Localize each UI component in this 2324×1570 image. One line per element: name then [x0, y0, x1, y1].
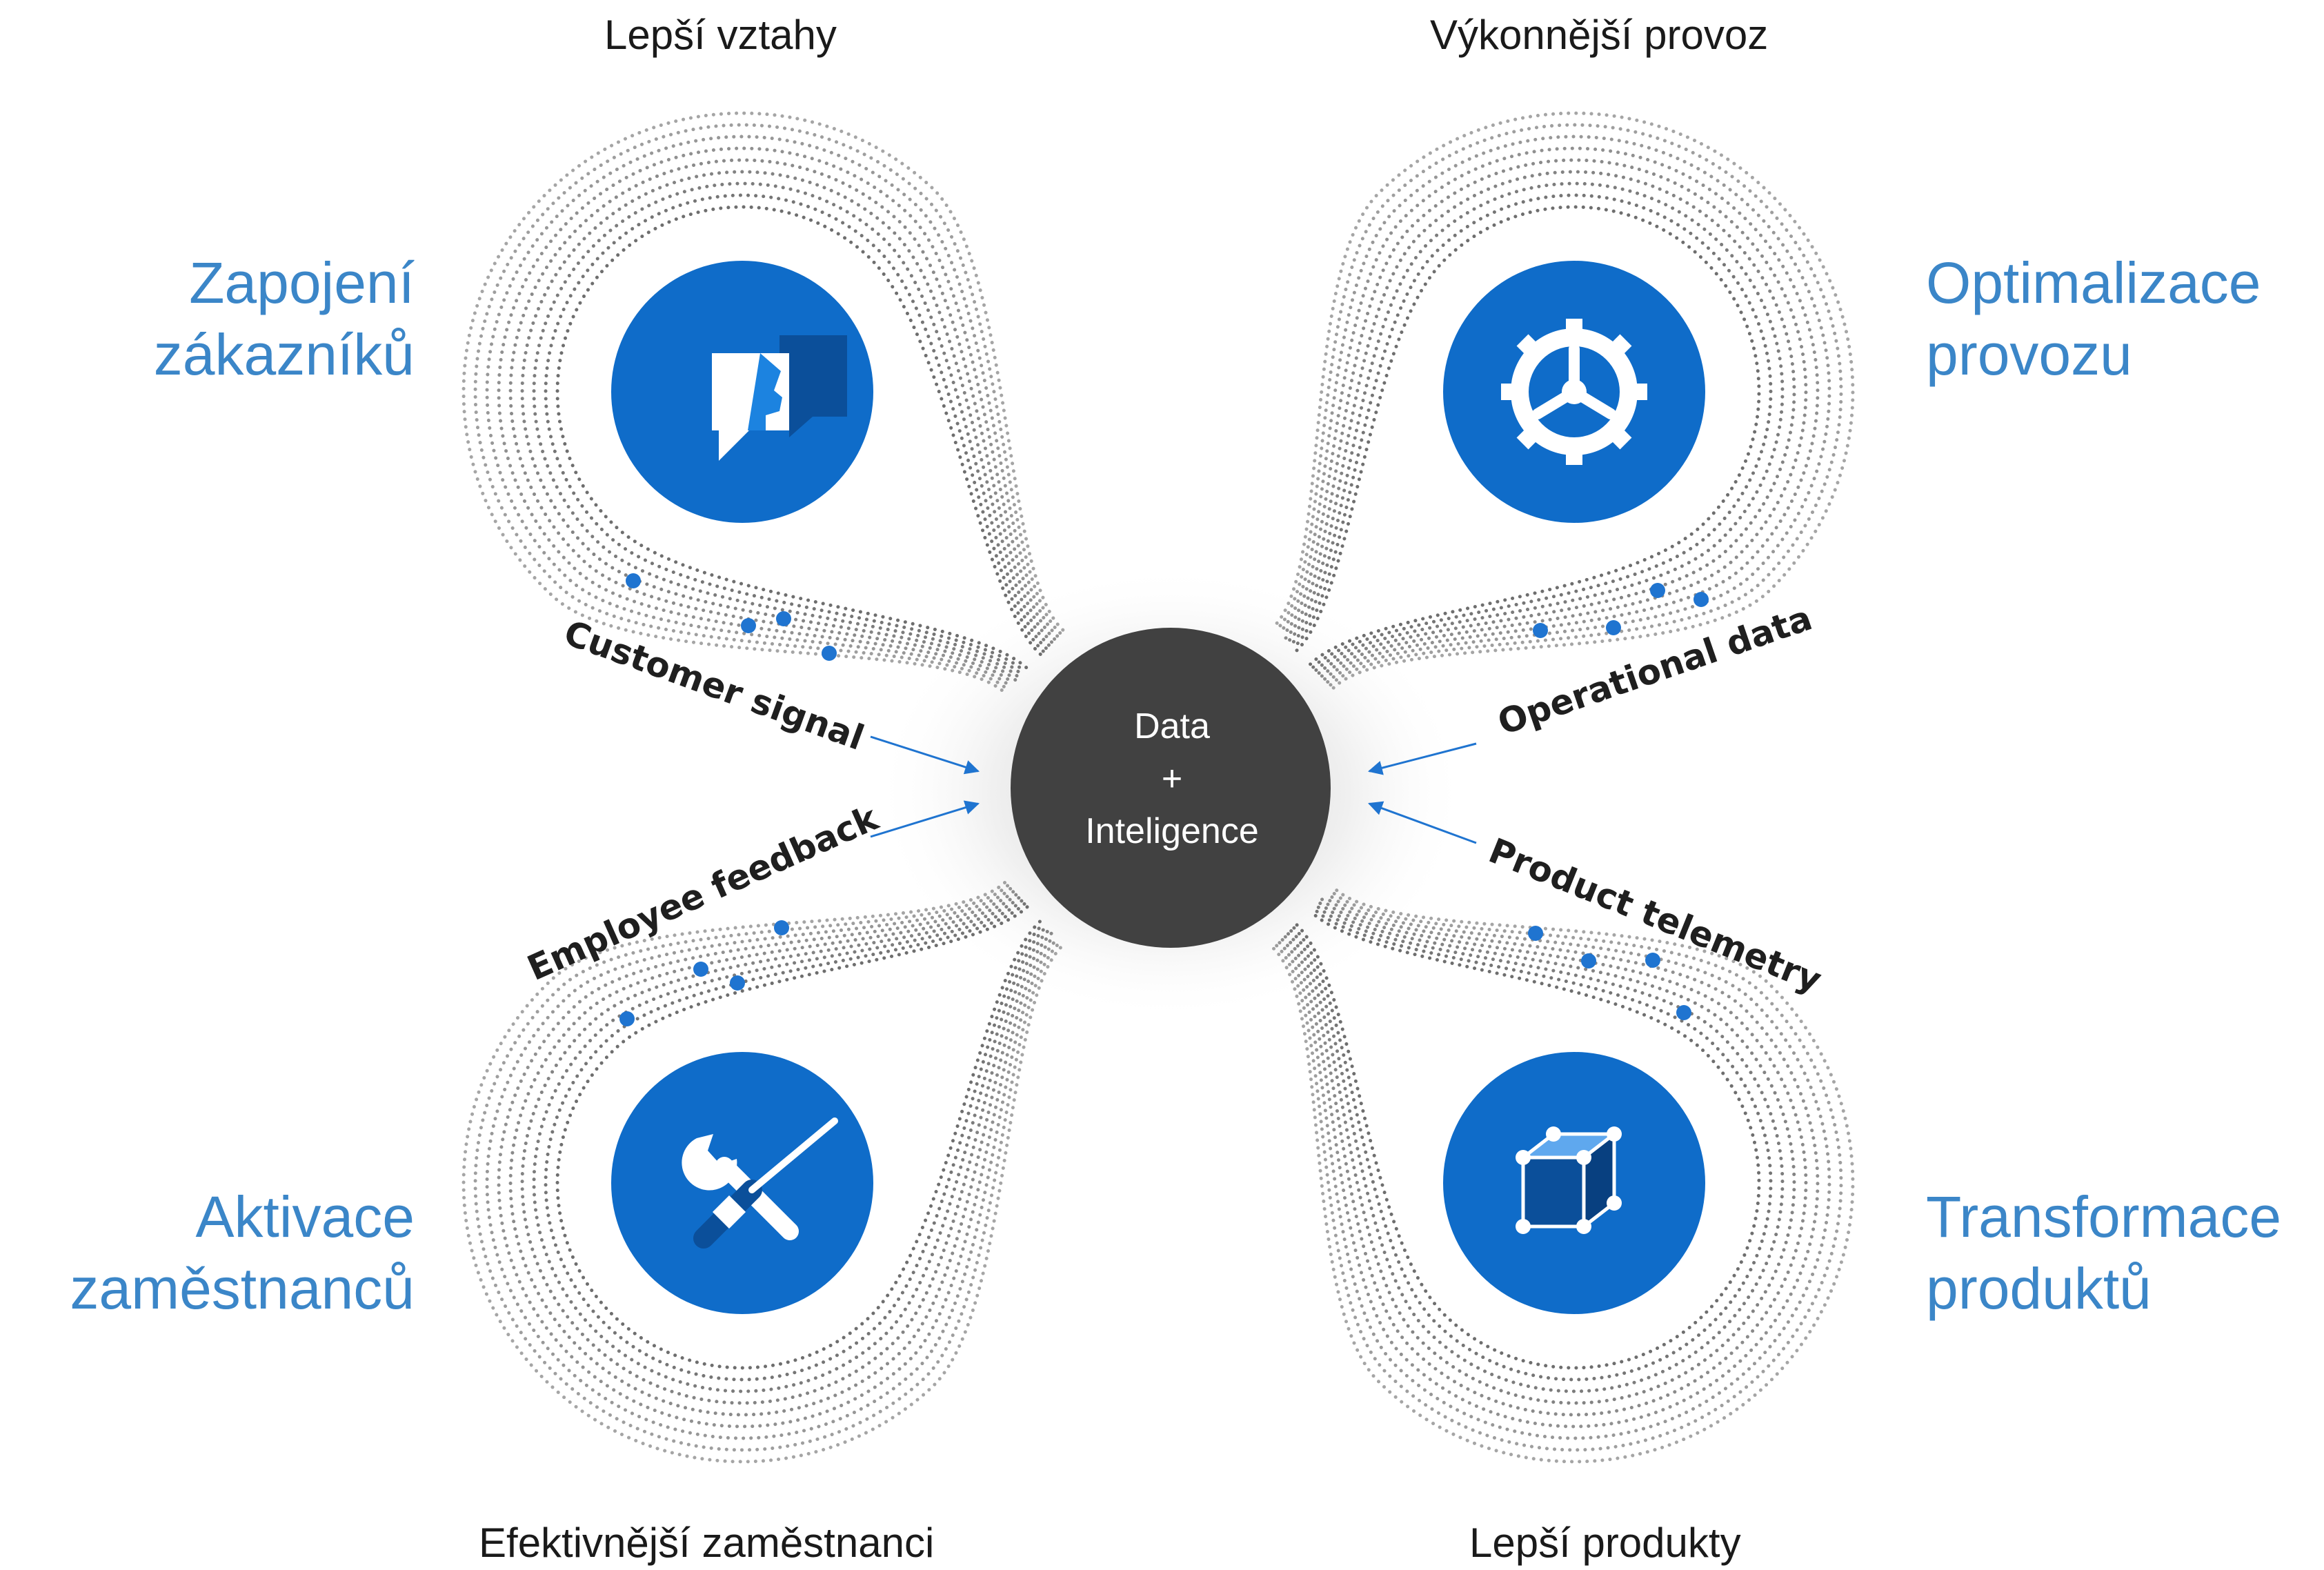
- outcome-better-relationships: Lepší vztahy: [604, 12, 837, 58]
- center-line-data: Data: [1134, 706, 1210, 746]
- pillar-product-transformation: Transformace produktů: [1926, 1181, 2281, 1324]
- operational-data-arrow: [1367, 742, 1477, 775]
- pillar-line: Optimalizace: [1926, 250, 2261, 315]
- pillar-employee-activation: Aktivace zaměstnanců: [70, 1181, 415, 1324]
- signal-dot: [730, 975, 745, 991]
- loop-customer: [508, 158, 1054, 683]
- signal-dot: [1581, 953, 1596, 968]
- signal-dot: [693, 962, 708, 977]
- loop-customer: [520, 170, 1051, 679]
- loop-operations: [1295, 205, 1761, 666]
- center-hub-label: Data + Inteligence: [1010, 700, 1334, 857]
- loop-employees: [520, 896, 1051, 1405]
- pillar-line: zákazníků: [153, 322, 415, 387]
- loop-employees: [461, 881, 1065, 1464]
- loop-products: [1287, 900, 1796, 1405]
- product-telemetry-arrow: [1368, 801, 1477, 844]
- outcome-efficient-operations: Výkonnější provoz: [1430, 12, 1769, 58]
- signal-dot: [1676, 1005, 1691, 1020]
- loop-employees: [508, 893, 1053, 1417]
- loop-operations: [1280, 146, 1820, 681]
- pillar-line: Transformace: [1926, 1184, 2282, 1249]
- pillar-line: Zapojení: [189, 250, 415, 315]
- product-transformation-circle: [1443, 1052, 1705, 1314]
- pillar-line: provozu: [1926, 322, 2132, 387]
- signal-dot: [1533, 623, 1548, 638]
- outcome-better-products: Lepší produkty: [1469, 1520, 1741, 1566]
- signal-dot: [1650, 583, 1665, 598]
- loop-employees: [485, 886, 1059, 1440]
- loop-products: [1295, 909, 1761, 1370]
- gear-icon: [1501, 319, 1647, 465]
- loop-customer: [555, 205, 1042, 670]
- loop-products: [1275, 888, 1843, 1452]
- signal-dot: [774, 920, 789, 935]
- loop-products: [1280, 895, 1820, 1429]
- signal-dot: [619, 1011, 635, 1026]
- signal-dot: [776, 611, 791, 626]
- tools-icon: [682, 1117, 838, 1249]
- signal-dot: [1606, 620, 1621, 635]
- signal-dot: [822, 646, 837, 661]
- loop-operations: [1286, 170, 1796, 675]
- operations-optimization-circle: [1443, 261, 1705, 523]
- pillar-customer-engagement: Zapojení zákazníků: [154, 247, 415, 390]
- pillar-line: produktů: [1926, 1256, 2152, 1321]
- customer-signal-arrow: [870, 735, 980, 775]
- signal-dot: [741, 618, 756, 633]
- loop-operations: [1289, 181, 1785, 672]
- pillar-line: zaměstnanců: [70, 1256, 415, 1321]
- pillar-line: Aktivace: [195, 1184, 415, 1249]
- loop-customer: [485, 135, 1060, 688]
- signal-dot: [626, 573, 641, 588]
- loop-employees: [544, 902, 1045, 1382]
- loop-customer: [532, 181, 1048, 677]
- loop-products: [1292, 906, 1773, 1382]
- chat-bubbles-icon: [712, 335, 847, 461]
- loop-employees: [555, 905, 1042, 1370]
- loop-employees: [473, 884, 1062, 1452]
- employee-activation-circle: [611, 1052, 873, 1314]
- signal-dot: [1645, 953, 1660, 968]
- loop-operations: [1292, 193, 1773, 669]
- pillar-operations-optimization: Optimalizace provozu: [1926, 247, 2261, 390]
- loop-customer: [473, 123, 1062, 692]
- signal-dots: [619, 573, 1709, 1026]
- outcome-efficient-employees: Efektivnější zaměstnanci: [479, 1520, 935, 1566]
- loop-customer: [461, 111, 1065, 695]
- center-hub: [1011, 628, 1331, 948]
- loop-products: [1272, 886, 1855, 1464]
- loop-products: [1289, 903, 1785, 1393]
- signal-dot: [1694, 592, 1709, 607]
- loop-operations: [1271, 111, 1855, 690]
- customer-engagement-circle: [611, 261, 873, 523]
- center-line-intelligence: Inteligence: [1085, 811, 1259, 851]
- employee-feedback-arrow: [870, 800, 980, 838]
- loop-operations: [1275, 123, 1843, 687]
- signal-dot: [1528, 926, 1543, 941]
- cube-icon: [1516, 1126, 1622, 1234]
- loop-customer: [544, 193, 1045, 673]
- dotted-loops: [461, 111, 1855, 1464]
- center-line-plus: +: [1161, 759, 1183, 799]
